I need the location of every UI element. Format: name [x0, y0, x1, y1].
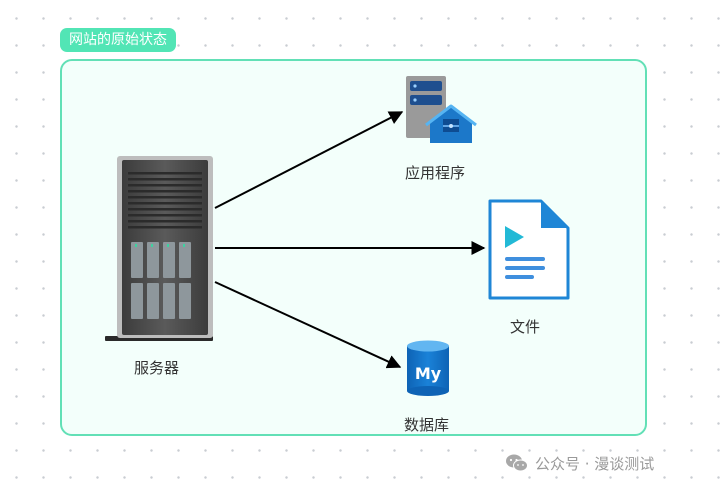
app-server-icon	[406, 76, 477, 143]
document-file-icon	[488, 199, 570, 300]
diagram-title: 网站的原始状态	[60, 28, 176, 52]
watermark: 公众号 · 漫谈测试	[505, 451, 654, 475]
db-label: 数据库	[404, 416, 450, 434]
file-label: 文件	[510, 318, 541, 336]
edge-server-db	[214, 281, 402, 369]
server-tower-icon	[105, 156, 213, 341]
app-label: 应用程序	[405, 164, 466, 182]
db-badge-text: My	[415, 364, 442, 383]
edge-server-app	[214, 111, 404, 209]
mysql-database-icon: My	[407, 340, 449, 396]
wechat-icon	[506, 454, 528, 472]
watermark-text: 公众号 · 漫谈测试	[535, 454, 655, 473]
server-label: 服务器	[134, 359, 180, 377]
